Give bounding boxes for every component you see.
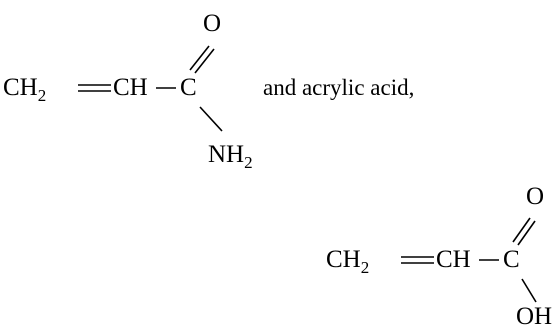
acrylamide-cn-bond [199,106,223,132]
acrylic-acid-ch-label: CH [436,246,471,273]
acrylamide-oxygen-label: O [203,10,221,37]
acrylamide-amine-label: NH2 [208,141,253,172]
acrylamide-ch-label: CH [113,74,148,101]
acrylamide-co-double-bond [189,45,215,74]
connector-text: and acrylic acid, [263,75,414,100]
acrylic-acid-co-double-bond [512,217,536,246]
acrylic-acid-hydroxyl-label: OH [516,303,552,329]
acrylic-acid-coh-bond [521,278,537,303]
acrylic-acid-ch2-label: CH2 [326,246,369,277]
acrylamide-structure: CH2 CH C O NH2 [3,10,253,172]
acrylamide-carbonyl-c-label: C [180,74,197,101]
acrylic-acid-carbonyl-c-label: C [503,246,520,273]
acrylamide-ch2-label: CH2 [3,74,46,105]
acrylic-acid-structure: CH2 CH C O OH [326,183,552,329]
acrylic-acid-cc-double-bond [401,256,434,264]
acrylic-acid-oxygen-label: O [526,183,544,210]
acrylamide-cc-double-bond [78,84,111,92]
